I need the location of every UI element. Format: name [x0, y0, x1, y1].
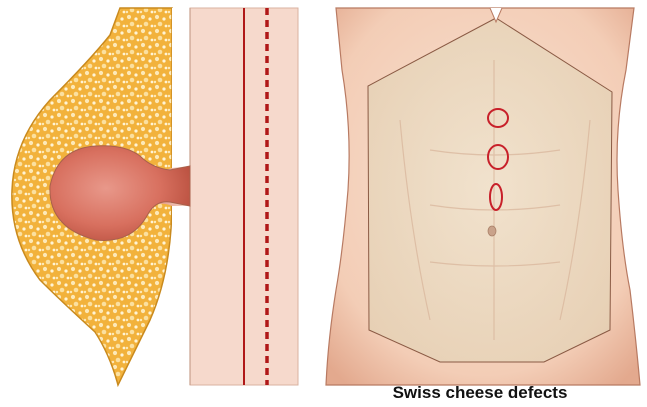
- caption-text: Swiss cheese defects: [330, 383, 630, 403]
- abdomen-front-panel: [326, 8, 640, 385]
- cross-section-panel: [12, 8, 298, 385]
- navel: [488, 226, 496, 236]
